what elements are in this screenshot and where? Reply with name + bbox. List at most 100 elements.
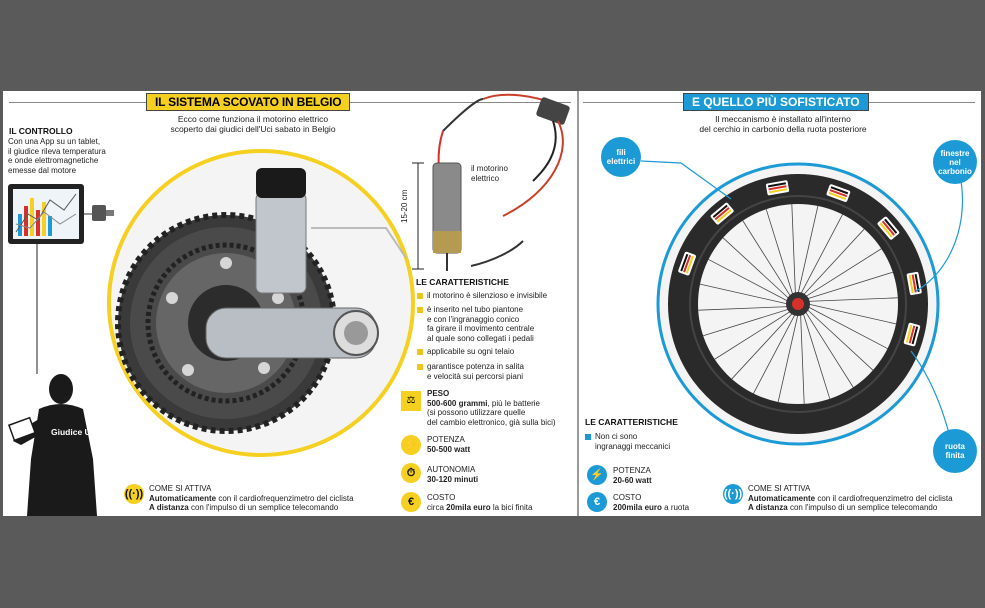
dimension-label: 15-20 cm [400, 189, 409, 223]
text-line: garantisce potenza in salita [427, 362, 524, 371]
spoke [698, 306, 789, 311]
spoke [800, 313, 805, 404]
controllo-heading: IL CONTROLLO [9, 126, 73, 136]
spoke [797, 205, 819, 295]
bullet-icon [417, 307, 423, 313]
euro-icon: € [587, 492, 607, 512]
wheel-spokes [698, 204, 898, 404]
spoke [806, 308, 874, 371]
spoke [802, 312, 831, 399]
spoke [807, 297, 898, 302]
signal-icon: ((·)) [723, 484, 743, 504]
peso-rest: , più le batterie [487, 398, 540, 408]
weight-icon: ⚖ [401, 391, 421, 411]
attiva-label: COME SI ATTIVA [748, 484, 811, 493]
feature-item: è inserito nel tubo piantone e con l'ing… [417, 305, 534, 343]
dimension-line [412, 162, 424, 270]
carbon-window [826, 184, 851, 202]
subtitle-line: Ecco come funziona il motorino elettrico [177, 114, 329, 124]
motor-label: il motorino elettrico [471, 164, 508, 183]
text-line: applicabile su ogni telaio [427, 347, 515, 356]
bullet-icon [417, 349, 423, 355]
text-line: e con l'ingranaggio conico [427, 314, 520, 324]
motor-illustration [432, 93, 570, 271]
attiva-b-bold: A distanza [748, 503, 788, 512]
attiva-b-rest: con l'impulso di un semplice telecomando [188, 503, 339, 512]
tablet-graphic [8, 184, 114, 244]
carbon-window [877, 216, 900, 240]
text-line: al quale sono collegati i pedali [427, 333, 534, 343]
bullet-icon [417, 293, 423, 299]
subtitle-line: del cerchio in carbonio della ruota post… [699, 124, 867, 134]
spoke [804, 248, 882, 298]
spoke [722, 237, 790, 300]
text-line: elettrico [471, 173, 500, 183]
feature-item: garantisce potenza in salita e velocità … [417, 362, 524, 381]
attiva-a-bold: Automaticamente [149, 493, 217, 503]
right-features-heading: LE CARATTERISTICHE [585, 417, 678, 427]
right-subtitle: Il meccanismo è installato all'interno d… [673, 114, 893, 134]
carbon-window [765, 180, 790, 196]
left-title: IL SISTEMA SCOVATO IN BELGIO [146, 93, 351, 111]
carbon-window [710, 202, 734, 225]
subtitle-line: Il meccanismo è installato all'interno [715, 114, 851, 124]
potenza-label: POTENZA [613, 466, 651, 475]
text-line: elettrici [606, 157, 636, 166]
text-line: emesse dal motore [8, 165, 77, 175]
peso-note: del cambio elettronico, già sulla bici) [427, 417, 556, 427]
euro-icon: € [401, 492, 421, 512]
feature-item: Non ci sono ingranaggi meccanici [585, 432, 670, 451]
giudice-label: Giudice Uci [51, 427, 98, 437]
left-subtitle: Ecco come funziona il motorino elettrico… [143, 114, 363, 134]
spoke [714, 310, 792, 360]
spoke [807, 306, 888, 349]
costo-label: COSTO [427, 493, 456, 502]
crankset-illustration [107, 149, 415, 457]
potenza-value: 50-500 watt [427, 444, 471, 454]
connector-line [36, 244, 38, 374]
wheel-illustration [656, 162, 940, 446]
spoke [800, 214, 843, 295]
spoke [791, 204, 796, 295]
stopwatch-icon: ⏱ [401, 463, 421, 483]
text-line: ruota [945, 442, 965, 451]
potenza-block: POTENZA 50-500 watt [427, 435, 470, 454]
attiva-block: COME SI ATTIVA Automaticamente con il ca… [149, 484, 389, 513]
attiva-a-bold: Automaticamente [748, 493, 816, 503]
potenza-label: POTENZA [427, 435, 465, 444]
costo-block: COSTO 200mila euro a ruota [613, 493, 689, 512]
text-line: Con una App su un tablet, [8, 137, 101, 146]
spoke [699, 283, 789, 305]
carbon-window [678, 251, 696, 276]
controllo-text: Con una App su un tablet, il giudice ril… [8, 137, 128, 175]
costo-value: 200mila euro [613, 502, 662, 512]
text-line: fa girare il movimento centrale [427, 324, 535, 333]
peso-label: PESO [427, 389, 450, 398]
text-line: finestre [940, 148, 970, 158]
carbon-window [903, 322, 921, 347]
left-features-heading: LE CARATTERISTICHE [416, 277, 509, 287]
costo-rest: a ruota [661, 502, 690, 512]
text-line: e velocità sui percorsi piani [427, 371, 524, 381]
attiva-b-rest: con l'impulso di un semplice telecomando [787, 503, 938, 512]
spoke [765, 209, 794, 296]
spoke [806, 271, 893, 300]
spoke [807, 303, 897, 325]
attiva-b-bold: A distanza [149, 503, 189, 512]
autonomia-value: 30-120 minuti [427, 474, 479, 484]
spoke [742, 220, 792, 298]
text-line: ingranaggi meccanici [595, 441, 671, 451]
feature-item: il motorino è silenzioso e invisibile [417, 291, 547, 301]
potenza-block: POTENZA 20-60 watt [613, 466, 652, 485]
costo-value: 20mila euro [446, 502, 491, 512]
autonomia-block: AUTONOMIA 30-120 minuti [427, 465, 478, 484]
attiva-a-rest: con il cardiofrequenzimetro del ciclista [216, 493, 354, 503]
text-line: è inserito nel tubo piantone [427, 305, 524, 314]
spoke [703, 308, 790, 337]
autonomia-label: AUTONOMIA [427, 465, 476, 474]
judge-silhouette [7, 374, 97, 516]
peso-block: PESO 500-600 grammi, più le batterie (si… [427, 389, 577, 427]
text-line: il motorino è silenzioso e invisibile [427, 291, 548, 300]
feature-item: applicabile su ogni telaio [417, 347, 514, 357]
